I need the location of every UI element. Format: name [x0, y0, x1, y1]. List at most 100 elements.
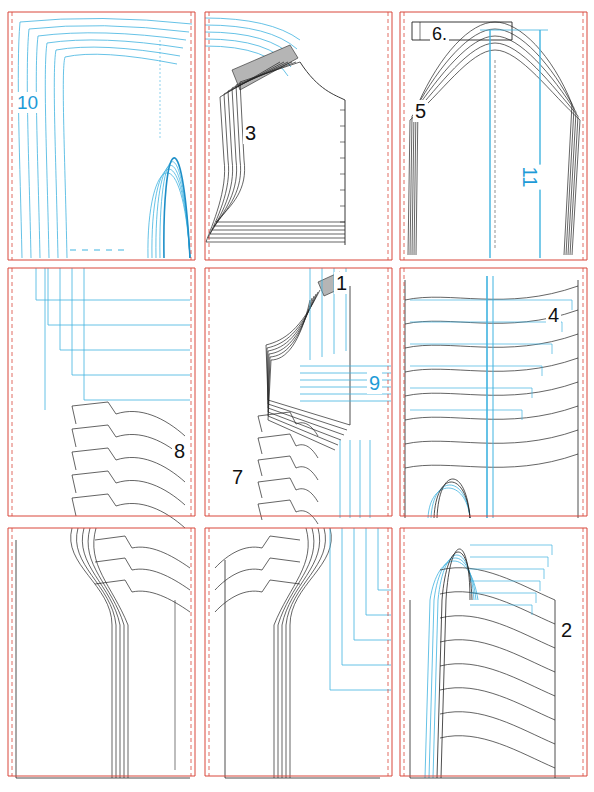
pattern-line [71, 528, 112, 778]
pattern-line [94, 528, 128, 778]
pattern-line [274, 528, 308, 778]
callout-number: 9 [367, 372, 382, 394]
pattern-line [72, 402, 185, 436]
pattern-line [433, 555, 474, 778]
pattern-line [440, 640, 555, 672]
pattern-line [470, 593, 536, 603]
pattern-line [400, 528, 587, 776]
pattern-line [388, 528, 389, 776]
pattern-line [118, 250, 124, 251]
pattern-line [175, 600, 176, 770]
pattern-line [209, 528, 210, 776]
callout-number: 2 [559, 619, 574, 641]
pattern-line [12, 12, 13, 260]
pattern-line [214, 62, 345, 226]
pattern-line [410, 366, 542, 376]
pattern-line [340, 440, 341, 518]
pattern-line [82, 250, 88, 251]
pattern-line [583, 268, 584, 516]
pattern-line [12, 268, 13, 516]
pattern-line [437, 479, 470, 518]
pattern-line [440, 688, 555, 720]
pattern-line [209, 268, 210, 516]
pattern-line [470, 545, 552, 555]
pattern-line [152, 169, 190, 258]
pattern-line [205, 25, 297, 49]
pattern-line [388, 12, 389, 260]
pattern-line [106, 250, 112, 251]
pattern-line [72, 494, 185, 528]
pattern-line [215, 536, 300, 568]
pattern-line [12, 528, 13, 776]
pattern-line [470, 605, 532, 615]
pattern-line [18, 18, 192, 258]
callout-number: 10 [15, 92, 40, 113]
pattern-line [258, 412, 318, 436]
callout-number: 11 [519, 165, 541, 190]
pattern-line [258, 434, 318, 458]
pattern-line [350, 286, 351, 425]
pattern-line [388, 268, 389, 516]
pattern-line [410, 43, 578, 255]
pattern-line [400, 12, 587, 260]
pattern-line [405, 286, 578, 300]
callout-number: 4 [546, 304, 561, 326]
pattern-line [340, 174, 345, 175]
pattern-line [405, 406, 578, 420]
pattern-line [578, 280, 579, 518]
callout-number: 8 [172, 440, 187, 462]
pattern-line [400, 268, 587, 516]
pattern-line [404, 268, 405, 516]
pattern-line [342, 528, 391, 665]
pattern-line [258, 416, 262, 432]
pattern-line [72, 406, 76, 424]
pattern-line [340, 126, 345, 127]
pattern-line [160, 40, 161, 140]
pattern-line [268, 300, 335, 450]
pattern-line [60, 268, 190, 350]
callout-number: 3 [243, 122, 258, 144]
pattern-line [410, 410, 522, 420]
pattern-line [440, 736, 555, 768]
pattern-line [72, 425, 185, 459]
pattern-line [209, 12, 210, 260]
pattern-line [82, 528, 120, 778]
pattern-line [205, 268, 392, 516]
pattern-line [45, 268, 46, 410]
pattern-line [258, 500, 318, 524]
pattern-line [340, 158, 345, 159]
callout-number: 5 [413, 100, 428, 122]
pattern-line [72, 471, 185, 505]
pattern-line [205, 528, 392, 776]
callout-number: 1 [334, 272, 349, 294]
pattern-line [360, 440, 361, 518]
pattern-line [410, 322, 562, 332]
pattern-line [405, 358, 578, 372]
pattern-line [36, 268, 190, 300]
pattern-line [404, 12, 405, 260]
pattern-line [340, 206, 345, 207]
pattern-line [45, 40, 183, 258]
pattern-line [258, 478, 318, 502]
pattern-line [440, 568, 555, 600]
pattern-line [95, 536, 190, 568]
pattern-line [210, 62, 345, 234]
callout-number: 6. [430, 24, 449, 44]
pattern-line [366, 528, 391, 615]
pattern-line [412, 22, 512, 40]
pattern-line [300, 401, 391, 402]
pattern-line [489, 30, 490, 258]
pattern-line [440, 712, 555, 744]
pattern-line [70, 250, 76, 251]
pattern-line [539, 30, 540, 258]
pattern-line [330, 528, 391, 690]
pattern-line [434, 482, 470, 518]
pattern-line [16, 540, 190, 778]
pattern-line [405, 382, 578, 396]
pattern-line [286, 528, 325, 778]
pattern-line [215, 558, 300, 590]
pattern-line [322, 268, 323, 357]
pattern-line [405, 280, 406, 518]
pattern-line [8, 528, 195, 776]
pattern-line [555, 600, 556, 778]
